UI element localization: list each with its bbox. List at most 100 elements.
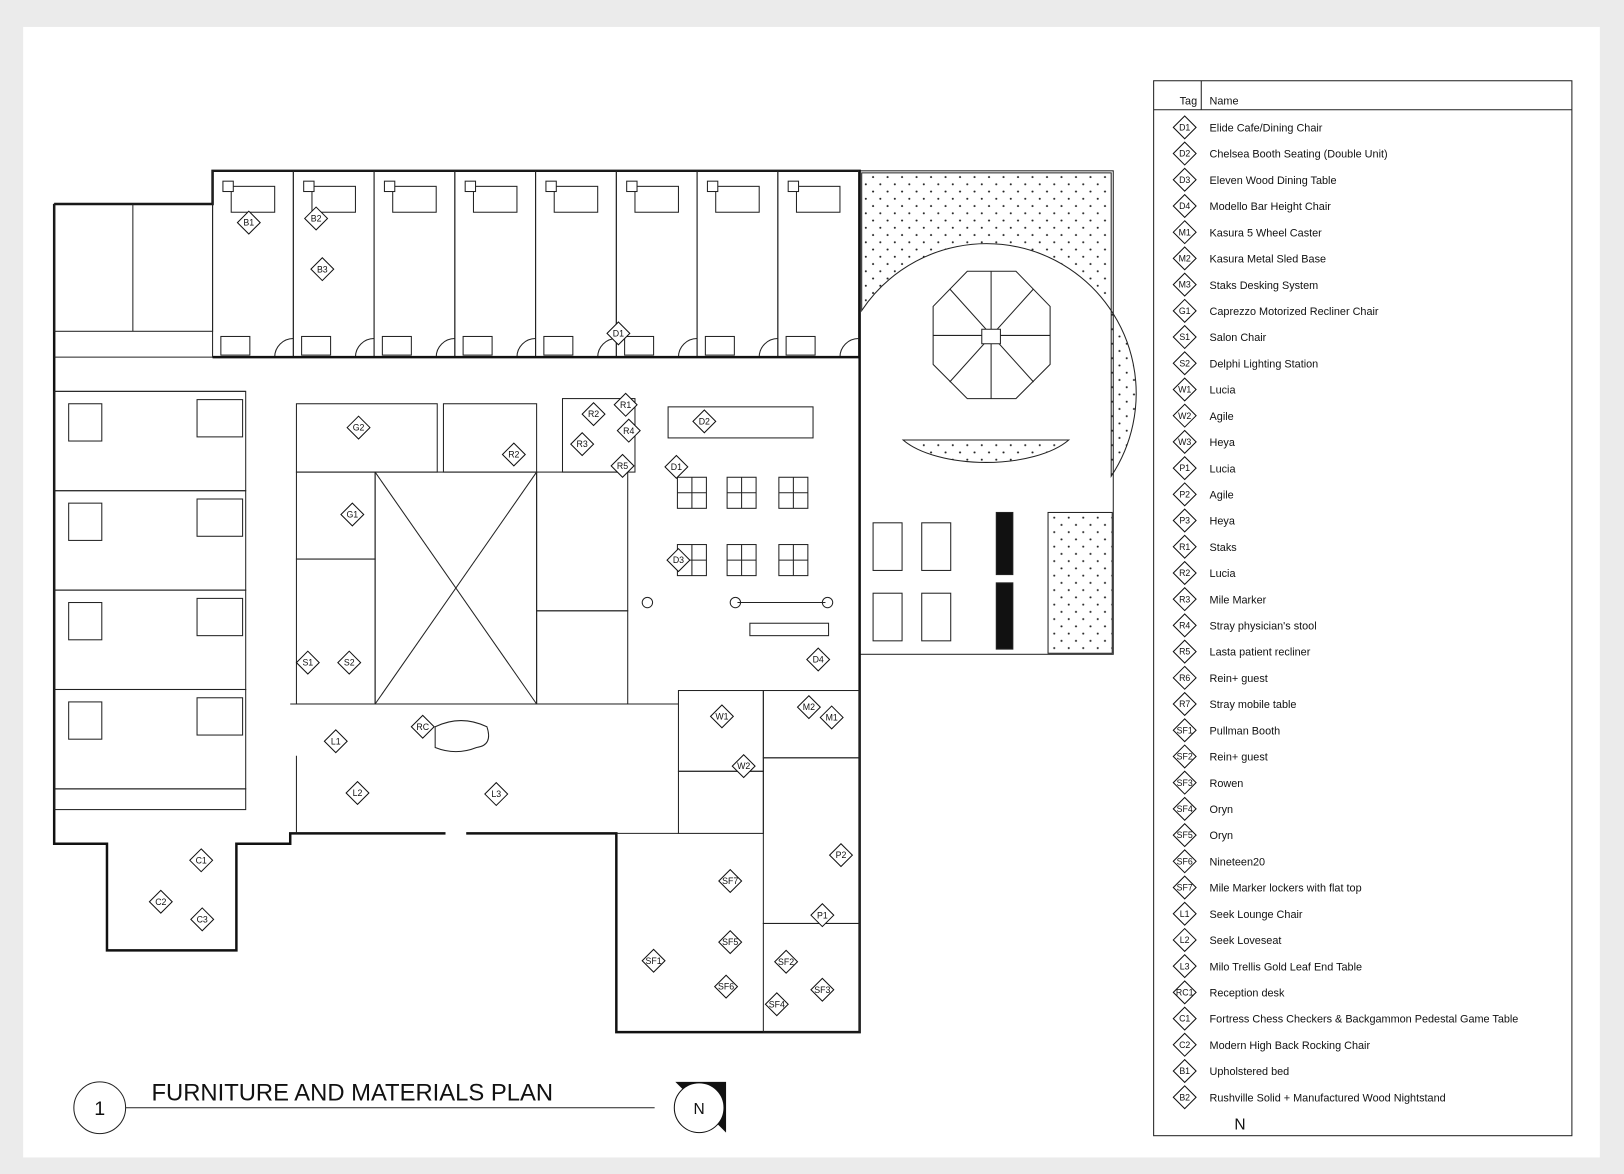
legend-tag: P1 <box>1172 455 1197 481</box>
tag-diamond <box>148 889 173 914</box>
legend-name: Seek Lounge Chair <box>1210 909 1303 921</box>
legend-tag: G1 <box>1172 298 1197 323</box>
tag-label: P2 <box>836 850 847 860</box>
tag-label: M2 <box>1179 254 1191 264</box>
tag-diamond <box>1172 1006 1197 1031</box>
tag-label: C2 <box>155 897 166 907</box>
reception-desk <box>434 720 490 753</box>
tag-label: RC <box>416 722 429 732</box>
plan-tag: R5 <box>610 453 635 478</box>
bathroom-fixture <box>785 335 816 356</box>
tag-diamond <box>1172 403 1197 428</box>
plan-tag: P1 <box>810 903 835 928</box>
tag-label: D3 <box>673 555 684 565</box>
legend-name: Lucia <box>1210 568 1237 580</box>
tag-diamond <box>731 753 756 779</box>
tag-diamond <box>810 977 835 1002</box>
legend-name: Mile Marker lockers with flat top <box>1210 883 1362 895</box>
door-swing <box>839 338 859 358</box>
bed <box>553 185 599 213</box>
tag-diamond <box>1172 1032 1197 1057</box>
tag-label: R6 <box>1179 673 1190 683</box>
tag-diamond <box>1172 324 1197 350</box>
plan-tag: G1 <box>340 502 365 527</box>
dining-area <box>676 476 809 577</box>
bathroom-fixture <box>196 597 244 637</box>
patio-hatch-corner <box>1047 511 1113 654</box>
tag-diamond <box>1172 377 1197 402</box>
drawing-title: FURNITURE AND MATERIALS PLAN <box>151 1079 553 1106</box>
legend-tag: R7 <box>1172 691 1197 717</box>
tag-diamond <box>1172 534 1197 559</box>
legend-name: Chelsea Booth Seating (Double Unit) <box>1210 149 1388 161</box>
legend-name: Agile <box>1210 489 1234 501</box>
tag-label: R2 <box>508 450 519 460</box>
door-swing <box>435 338 455 358</box>
door-swing <box>354 338 375 358</box>
tag-label: C2 <box>1179 1040 1190 1050</box>
tag-diamond <box>303 206 329 231</box>
bed <box>68 502 103 541</box>
legend-name: Rushville Solid + Manufactured Wood Nigh… <box>1210 1092 1446 1104</box>
tag-diamond <box>1172 115 1197 140</box>
tag-label: W3 <box>1178 437 1191 447</box>
plan-tag: R3 <box>570 432 595 457</box>
legend-tag: R6 <box>1172 665 1197 690</box>
plan-tag: S2 <box>337 650 362 675</box>
legend-tag: B2 <box>1172 1085 1197 1110</box>
tag-label: C1 <box>196 855 207 865</box>
bathroom-fixture <box>301 335 332 356</box>
tag-diamond <box>323 729 348 754</box>
tag-label: D2 <box>1179 149 1190 159</box>
plan-tag: L1 <box>323 729 348 754</box>
tag-label: G1 <box>1179 306 1191 316</box>
legend-tag: SF5 <box>1172 822 1197 848</box>
legend-tag: SF2 <box>1172 744 1197 769</box>
tag-label: B2 <box>1179 1092 1190 1102</box>
bed <box>715 185 760 213</box>
plan-tag: R2 <box>501 442 526 467</box>
nightstand <box>383 180 396 193</box>
tag-diamond <box>1172 560 1197 586</box>
legend-tag: D3 <box>1172 167 1197 192</box>
tag-diamond <box>1172 220 1197 245</box>
tag-diamond <box>1172 718 1197 743</box>
door-swing <box>758 338 778 358</box>
nightstand <box>706 180 719 193</box>
plan-tag: P2 <box>828 843 854 868</box>
legend-name: Seek Loveseat <box>1210 935 1282 947</box>
plan-tag: R4 <box>616 418 641 443</box>
tag-diamond <box>1172 482 1197 507</box>
bathroom-fixture <box>196 399 244 438</box>
tag-diamond <box>773 949 799 974</box>
tag-diamond <box>692 409 717 434</box>
tag-label: B2 <box>311 214 322 224</box>
tag-diamond <box>1172 1058 1197 1084</box>
tag-label: P1 <box>1179 463 1190 473</box>
tag-diamond <box>606 321 631 346</box>
patio-loungers <box>872 511 1014 650</box>
plan-tag: RC <box>410 714 435 739</box>
tag-diamond <box>718 929 743 955</box>
patio-hatch-arc <box>901 439 1071 463</box>
tag-diamond <box>819 705 844 730</box>
tag-diamond <box>581 401 606 427</box>
guest-rooms-top <box>212 170 860 358</box>
tag-label: S2 <box>344 658 355 668</box>
legend-name: Elide Cafe/Dining Chair <box>1210 122 1323 134</box>
tag-label: R2 <box>588 409 599 419</box>
legend-name: Salon Chair <box>1210 332 1267 344</box>
